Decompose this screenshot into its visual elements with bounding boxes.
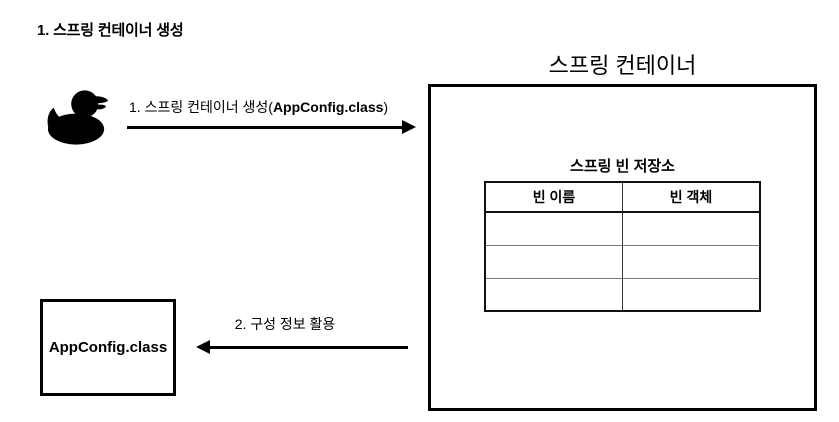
flow1-label: 1. 스프링 컨테이너 생성(AppConfig.class)	[129, 97, 388, 117]
table-cell	[622, 211, 760, 245]
table-row	[485, 244, 760, 278]
table-row	[485, 211, 760, 245]
bean-storage-table: 빈 이름 빈 객체	[484, 181, 761, 312]
table-cell	[485, 244, 623, 278]
flow1-label-prefix: 1. 스프링 컨테이너 생성(	[129, 99, 273, 115]
duck-icon	[47, 90, 108, 145]
flow1-arrowhead-icon	[402, 120, 416, 134]
table-cell	[485, 211, 623, 245]
table-header-row: 빈 이름 빈 객체	[485, 182, 760, 213]
flow2-arrowhead-icon	[196, 340, 210, 354]
table-header-bean-object: 빈 객체	[622, 182, 760, 213]
flow2-arrow-line	[210, 346, 408, 349]
flow2-label: 2. 구성 정보 활용	[234, 316, 336, 332]
table-row	[485, 277, 760, 311]
flow1-label-suffix: )	[383, 99, 389, 115]
appconfig-label: AppConfig.class	[48, 339, 168, 356]
table-cell	[485, 277, 623, 311]
bean-storage-title: 스프링 빈 저장소	[570, 158, 675, 175]
page-title: 1. 스프링 컨테이너 생성	[37, 22, 184, 39]
flow1-label-emphasis: AppConfig.class	[272, 99, 384, 115]
table-header-bean-name: 빈 이름	[485, 182, 623, 213]
flow1-arrow-line	[127, 126, 403, 129]
spring-container-title: 스프링 컨테이너	[548, 53, 697, 78]
table-cell	[622, 244, 760, 278]
appconfig-box: AppConfig.class	[40, 299, 176, 396]
table-cell	[622, 277, 760, 311]
